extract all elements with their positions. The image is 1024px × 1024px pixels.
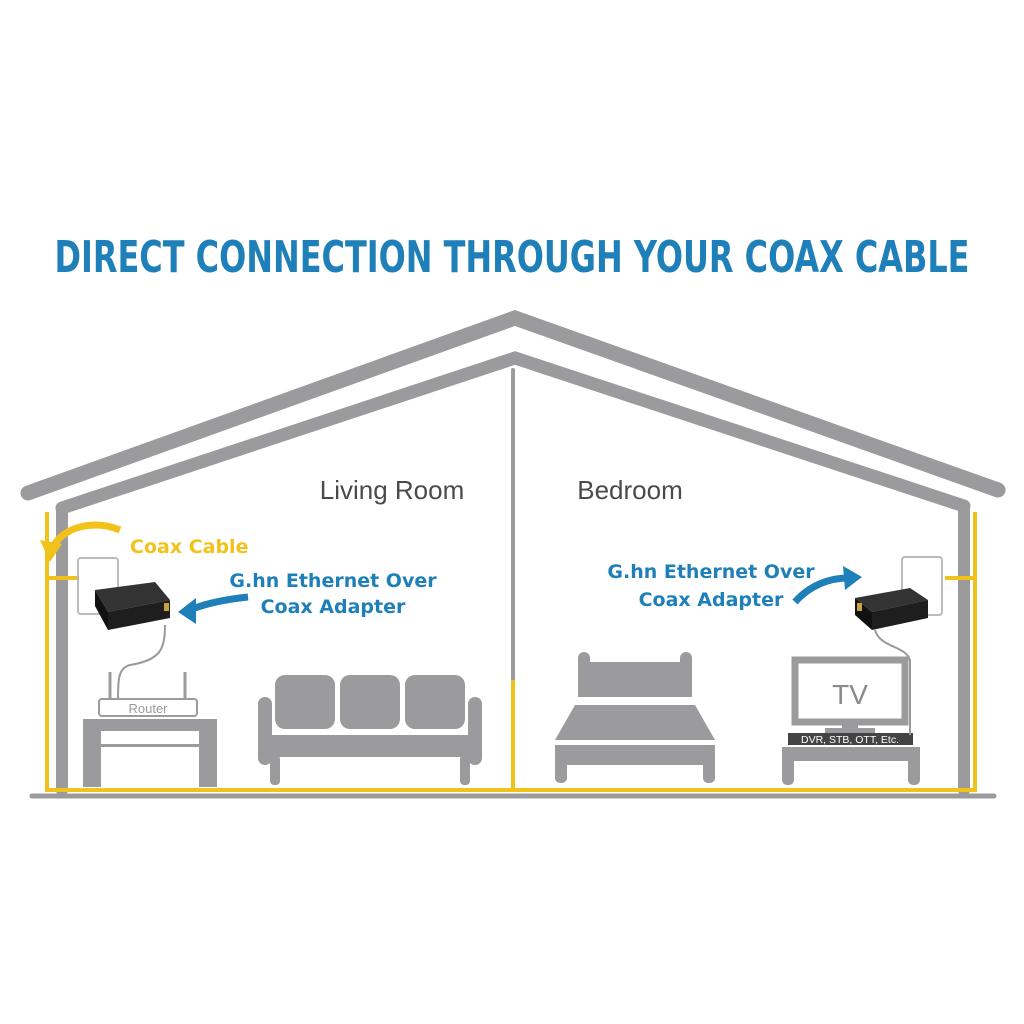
adapter-right-arrowhead-icon: [843, 566, 862, 590]
coax-cable-run: [45, 512, 977, 792]
adapter-left-arrowhead-icon: [178, 598, 196, 624]
room-label-bedroom: Bedroom: [577, 475, 683, 505]
diagram-title: DIRECT CONNECTION THROUGH YOUR COAX CABL…: [55, 232, 970, 283]
bed-icon: [555, 652, 715, 783]
inner-roof: [55, 351, 971, 515]
adapter-left-icon: [95, 582, 170, 630]
adapter-left-label-line1: G.hn Ethernet Over: [229, 570, 437, 592]
sofa-icon: [258, 675, 482, 785]
tv-icon: [791, 656, 909, 733]
coax-cable-label: Coax Cable: [130, 536, 248, 558]
tv-label: TV: [832, 679, 868, 710]
room-label-living-room: Living Room: [320, 475, 465, 505]
coax-arrowhead-icon: [40, 540, 62, 562]
house: [20, 310, 1006, 799]
adapter-right-label-line2: Coax Adapter: [639, 589, 784, 611]
outer-roof: [20, 310, 1006, 501]
router-icon: [98, 672, 198, 717]
adapter-right-label-line1: G.hn Ethernet Over: [607, 561, 815, 583]
ethernet-cable-left: [117, 624, 166, 701]
adapter-left-label-line2: Coax Adapter: [261, 596, 406, 618]
coax-arrow-icon: [48, 521, 122, 550]
ethernet-cable-right: [874, 629, 911, 735]
set-top-box-label: DVR, STB, OTT, Etc.: [801, 734, 899, 746]
adapter-right-pointer-icon: [792, 574, 849, 605]
tv-stand-icon: [782, 747, 920, 785]
adapter-right-icon: [855, 588, 928, 630]
set-top-box-icon: [788, 733, 913, 745]
side-table-icon: [83, 719, 217, 787]
router-label: Router: [128, 701, 168, 716]
